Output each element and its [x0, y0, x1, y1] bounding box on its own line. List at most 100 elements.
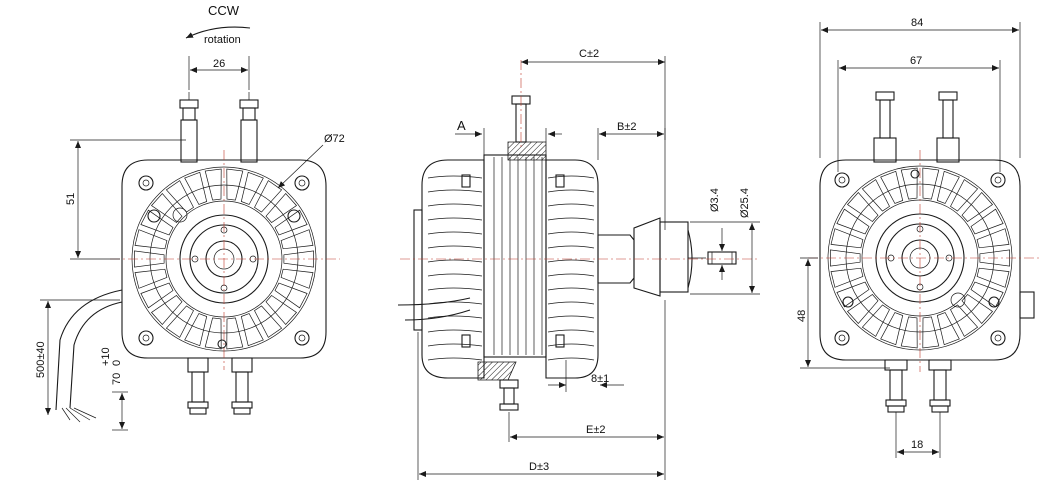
- side-fin: [427, 273, 483, 277]
- dim-a: A: [457, 118, 466, 133]
- fin: [846, 294, 879, 325]
- fin: [140, 209, 174, 236]
- fin: [900, 316, 918, 349]
- side-fin: [427, 189, 483, 193]
- fin: [950, 304, 979, 337]
- fin: [979, 249, 1010, 267]
- fin: [240, 313, 264, 347]
- side-fin: [547, 343, 595, 347]
- side-fin: [547, 357, 595, 361]
- fin: [134, 268, 168, 289]
- fin: [970, 281, 1004, 308]
- height-dim: 51: [65, 193, 77, 205]
- fin: [880, 170, 904, 204]
- fan-hub: [659, 221, 689, 293]
- side-fin: [547, 301, 595, 305]
- power-cable: [55, 289, 123, 411]
- fin: [150, 192, 183, 223]
- rear-ground-icon: [950, 292, 966, 308]
- fin: [936, 312, 960, 346]
- side-fin: [427, 203, 483, 207]
- fin: [976, 267, 1010, 288]
- fin: [846, 191, 879, 222]
- rotation-direction: CCW: [208, 3, 240, 18]
- dim-e: E±2: [586, 424, 606, 436]
- dim-d: D±3: [529, 461, 549, 473]
- fin: [184, 313, 208, 347]
- side-fin: [427, 245, 483, 249]
- boss-dim: 8±1: [591, 373, 609, 385]
- side-fin: [547, 259, 595, 263]
- side-fin: [427, 217, 483, 221]
- cooling-fins: [134, 168, 314, 350]
- rear-terminal-spacing-dim: 18: [911, 439, 923, 451]
- fin: [961, 191, 994, 222]
- side-view: C±2 A B±2 Ø3.4 Ø25.4 8±1 E±2 D±3: [397, 48, 760, 480]
- side-fin: [547, 189, 595, 193]
- strip-length-dim: 70: [111, 373, 123, 385]
- fin: [280, 268, 314, 289]
- fin: [836, 208, 870, 235]
- fin: [922, 316, 940, 349]
- shaft-diameter-dim: Ø25.4: [739, 188, 751, 218]
- fin: [254, 305, 283, 338]
- fin: [283, 250, 314, 268]
- fin: [922, 167, 940, 200]
- fin: [274, 209, 308, 236]
- rotation-caption: rotation: [204, 34, 241, 46]
- rear-cooling-fins: [830, 167, 1010, 349]
- fin: [274, 282, 308, 309]
- ground-icon: [172, 207, 188, 223]
- rear-view: 84 67 48 18: [796, 17, 1040, 458]
- side-fin: [547, 231, 595, 235]
- fin: [265, 192, 298, 223]
- terminal-spacing-dim: 26: [213, 58, 225, 70]
- cable-length-dim: 500±40: [35, 341, 47, 378]
- diameter-dim: Ø72: [324, 133, 345, 145]
- fin: [184, 171, 208, 205]
- fin: [830, 249, 861, 267]
- fin: [861, 179, 890, 212]
- fin: [900, 167, 918, 200]
- fin: [950, 179, 979, 212]
- dim-b: B±2: [617, 121, 637, 133]
- fin: [830, 267, 864, 288]
- bottom-terminals: [187, 357, 253, 415]
- fin: [976, 228, 1010, 249]
- fin: [165, 305, 194, 338]
- rear-width-dim: 84: [911, 17, 923, 29]
- fin: [226, 317, 244, 350]
- rotation-arrow-icon: [185, 26, 251, 39]
- side-fin: [427, 343, 483, 347]
- strip-tolerance-lower: 0: [111, 360, 123, 366]
- top-terminals: [179, 92, 259, 163]
- side-fin: [427, 175, 483, 179]
- fin: [254, 180, 283, 213]
- stator-stack: [483, 154, 547, 358]
- side-fin: [547, 245, 595, 249]
- front-housing: [121, 159, 327, 359]
- side-fin: [547, 175, 595, 179]
- side-fin: [427, 259, 483, 263]
- side-fin: [547, 273, 595, 277]
- center-height-dim: 48: [796, 310, 808, 322]
- shaft-hole-dim: Ø3.4: [709, 188, 721, 212]
- fin: [970, 208, 1004, 235]
- fin: [204, 168, 222, 201]
- fin: [150, 295, 183, 326]
- fin: [204, 317, 222, 350]
- side-fin: [427, 329, 483, 333]
- side-fin: [547, 315, 595, 319]
- corner-holes: [138, 175, 310, 346]
- side-fin: [547, 217, 595, 221]
- front-fin-block: [545, 159, 599, 379]
- side-fin: [427, 287, 483, 291]
- fin: [240, 171, 264, 205]
- fin: [861, 304, 890, 337]
- side-fin: [547, 329, 595, 333]
- fin: [880, 312, 904, 346]
- fin: [830, 228, 864, 249]
- side-fin: [427, 357, 483, 361]
- fin: [265, 295, 298, 326]
